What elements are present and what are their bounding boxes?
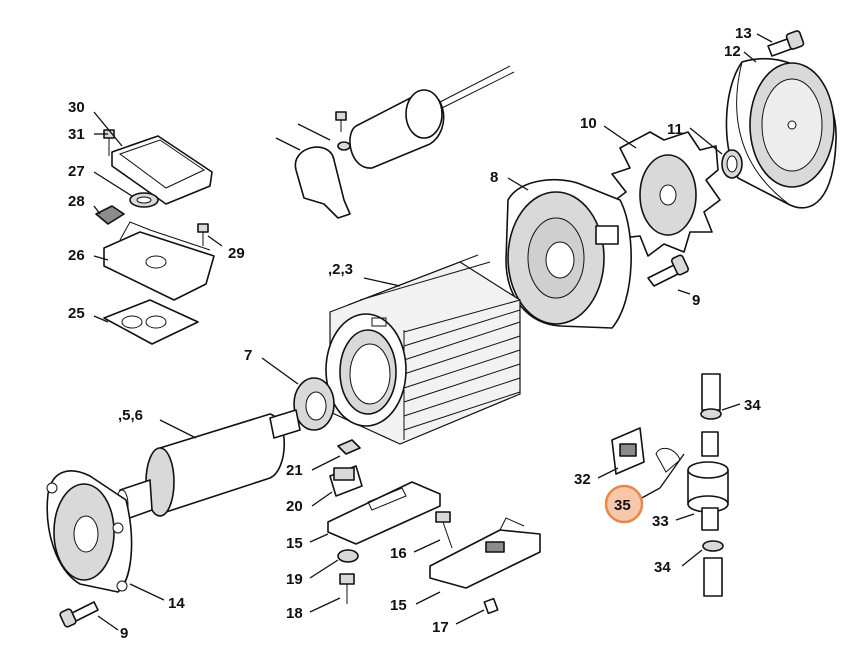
callout-9-upper[interactable]: 9 <box>692 292 700 309</box>
callout-29[interactable]: 29 <box>228 245 245 262</box>
hose-lower-part <box>702 540 724 597</box>
fan-ring-part <box>721 149 743 179</box>
callout-13[interactable]: 13 <box>735 25 752 42</box>
callout-21[interactable]: 21 <box>286 462 303 479</box>
bearing-part <box>293 377 335 431</box>
terminal-block-part <box>95 205 125 225</box>
callout-32[interactable]: 32 <box>574 471 591 488</box>
leader-lines <box>93 33 773 631</box>
callout-7[interactable]: 7 <box>244 347 252 364</box>
capacitor-strap-part <box>275 111 351 219</box>
callout-20[interactable]: 20 <box>286 498 303 515</box>
callout-labels: 13 12 30 31 27 28 29 26 25 10 11 8 ,2,3 … <box>68 25 761 642</box>
callout-30[interactable]: 30 <box>68 99 85 116</box>
rotor-part <box>115 409 301 521</box>
callout-2-3[interactable]: ,2,3 <box>328 261 353 278</box>
callout-34-lower[interactable]: 34 <box>654 559 671 576</box>
callout-9-lower[interactable]: 9 <box>120 625 128 642</box>
callout-26[interactable]: 26 <box>68 247 85 264</box>
callout-10[interactable]: 10 <box>580 115 597 132</box>
callout-8[interactable]: 8 <box>490 169 498 186</box>
end-shield-part <box>505 178 632 329</box>
washer-bolt-part <box>337 549 359 604</box>
callout-16[interactable]: 16 <box>390 545 407 562</box>
fan-part <box>609 131 721 257</box>
callout-25[interactable]: 25 <box>68 305 85 322</box>
motor-housing-part <box>325 254 521 445</box>
bolt-part <box>647 254 690 287</box>
callout-17[interactable]: 17 <box>432 619 449 636</box>
cover-screw-part <box>767 30 805 57</box>
callout-18[interactable]: 18 <box>286 605 303 622</box>
fan-cover-part <box>725 57 837 209</box>
callout-34-upper[interactable]: 34 <box>744 397 761 414</box>
callout-14[interactable]: 14 <box>168 595 185 612</box>
callout-11[interactable]: 11 <box>667 121 683 138</box>
callout-5-6[interactable]: ,5,6 <box>118 407 143 424</box>
gasket-ring-part <box>129 192 159 208</box>
callout-35[interactable]: 35 <box>614 497 631 514</box>
callout-15-upper[interactable]: 15 <box>286 535 303 552</box>
mounting-foot-part <box>327 481 441 545</box>
callout-28[interactable]: 28 <box>68 193 85 210</box>
callout-15-lower[interactable]: 15 <box>390 597 407 614</box>
terminal-box-gasket-part <box>103 299 199 345</box>
callout-19[interactable]: 19 <box>286 571 303 588</box>
capacitor-part <box>349 65 515 169</box>
highlight-circle[interactable] <box>604 484 644 524</box>
pin-part <box>483 597 499 615</box>
callout-27[interactable]: 27 <box>68 163 85 180</box>
hose-upper-part <box>700 373 722 420</box>
bracket-part <box>611 427 681 475</box>
callout-12[interactable]: 12 <box>724 43 741 60</box>
flange-part <box>46 470 133 593</box>
callout-31[interactable]: 31 <box>68 126 85 143</box>
cable-gland-part <box>329 439 363 497</box>
mounting-foot-lower-part <box>429 511 541 589</box>
filter-part <box>687 431 729 531</box>
flange-screw-part <box>59 601 99 628</box>
terminal-box-lid-part <box>111 135 213 205</box>
callout-33[interactable]: 33 <box>652 513 669 530</box>
terminal-box-base-part <box>103 221 215 301</box>
